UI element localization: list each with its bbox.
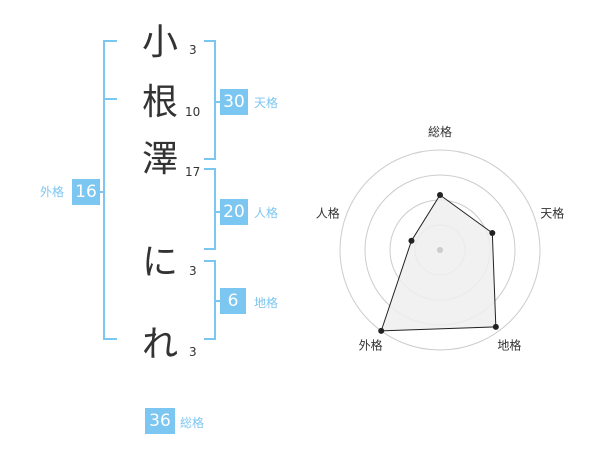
gaikaku-value-badge: 16	[72, 179, 100, 205]
stroke-count-2: 10	[185, 105, 201, 119]
radar-point-3	[492, 323, 499, 330]
jinkaku-value-badge: 20	[220, 199, 248, 225]
tenkaku-label: 天格	[254, 96, 279, 110]
stroke-count-5: 3	[189, 345, 197, 359]
radar-data-area	[380, 194, 497, 332]
stroke-count-3: 17	[185, 165, 201, 179]
radar-center-dot	[437, 247, 443, 253]
gaikaku-bracket-mid	[103, 98, 117, 100]
radar-axis-label-2: 天格	[540, 206, 564, 221]
radar-axis-label-1: 総格	[428, 124, 452, 139]
tenkaku-value-badge: 30	[220, 89, 248, 115]
chikaku-label: 地格	[254, 296, 279, 310]
radar-point-4	[378, 327, 385, 334]
radar-axis-label-3: 地格	[497, 337, 521, 352]
radar-point-1	[437, 192, 443, 198]
jinkaku-bracket	[214, 168, 216, 250]
chikaku-bracket-tick	[214, 300, 220, 302]
gaikaku-bracket-tick	[99, 191, 105, 193]
jinkaku-label: 人格	[254, 206, 279, 220]
chikaku-bracket-top	[204, 260, 216, 262]
name-char-1: 小	[141, 22, 178, 63]
gaikaku-label: 外格	[40, 185, 65, 199]
name-char-5: れ	[141, 324, 178, 365]
name-char-3: 澤	[141, 139, 178, 180]
radar-point-5	[408, 237, 415, 244]
soukaku-value-badge: 36	[145, 408, 175, 434]
name-char-4: に	[141, 242, 178, 283]
radar-axis-label-5: 人格	[316, 206, 340, 221]
radar-point-2	[489, 230, 496, 237]
soukaku-label: 総格	[180, 416, 205, 430]
stroke-count-4: 3	[189, 264, 197, 278]
jinkaku-bracket-tick	[214, 211, 220, 213]
radar-ring-4	[339, 149, 541, 351]
gaikaku-bracket	[103, 40, 105, 340]
stroke-count-1: 3	[189, 43, 197, 57]
radar-axis-label-4: 外格	[359, 337, 383, 352]
gaikaku-bracket-top	[103, 40, 117, 42]
tenkaku-bracket-bottom	[204, 158, 216, 160]
jinkaku-bracket-bottom	[204, 248, 216, 250]
tenkaku-bracket	[214, 40, 216, 160]
tenkaku-bracket-tick	[214, 101, 220, 103]
chikaku-bracket-bottom	[204, 338, 216, 340]
chikaku-value-badge: 6	[220, 288, 246, 314]
tenkaku-bracket-top	[204, 40, 216, 42]
jinkaku-bracket-top	[204, 168, 216, 170]
name-char-2: 根	[141, 82, 178, 123]
gaikaku-bracket-bottom	[103, 338, 117, 340]
